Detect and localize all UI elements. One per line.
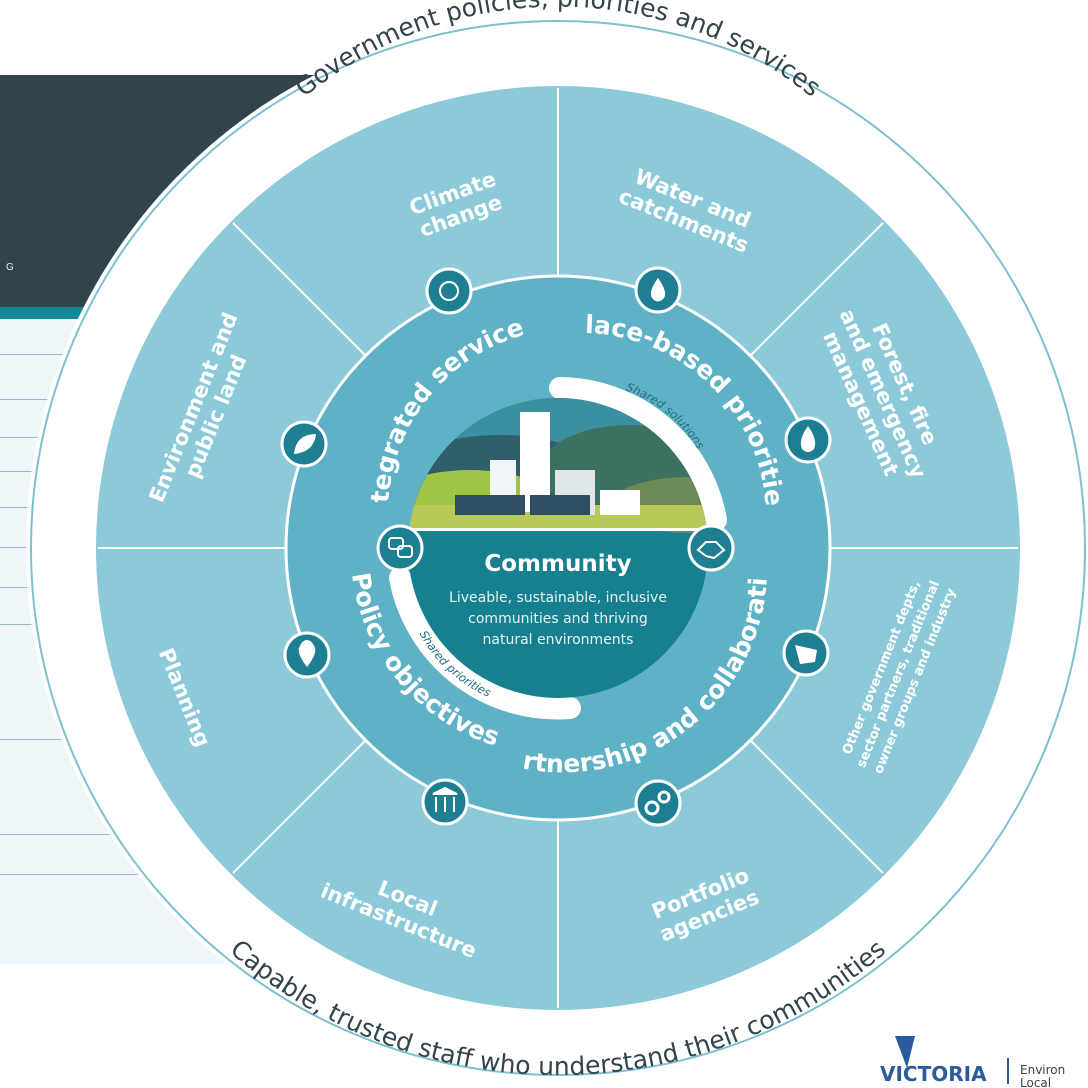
leaf-icon	[280, 420, 328, 468]
center-title: Community	[484, 551, 631, 577]
logo-tagline-2: Local	[1020, 1076, 1051, 1088]
victoria-logo: VICTORIA Environ Local	[855, 1036, 1065, 1088]
logo-tagline-1: Environ	[1020, 1063, 1065, 1077]
victoria-map-icon	[782, 629, 830, 677]
speech-bubbles-icon	[376, 524, 424, 572]
inner-ring-border	[284, 274, 832, 822]
outer-border	[30, 20, 1086, 1076]
location-pin-icon	[283, 631, 331, 679]
victoria-logo-mark	[855, 1036, 915, 1068]
shared-priorities-band	[389, 567, 581, 720]
center-line-2: communities and thriving	[468, 611, 648, 627]
segment-dividers	[98, 88, 1018, 1008]
building-columns-icon	[421, 778, 469, 826]
header-panel-text: G	[6, 262, 14, 273]
sun-icon	[425, 267, 473, 315]
shared-solutions-band	[549, 377, 727, 531]
gears-icon	[634, 779, 682, 827]
handshake-icon	[687, 524, 735, 572]
water-drop-icon	[634, 266, 682, 314]
center-line-1: Liveable, sustainable, inclusive	[449, 590, 667, 606]
fire-icon	[784, 416, 832, 464]
center-line-3: natural environments	[483, 632, 634, 648]
victoria-wordmark: VICTORIA	[880, 1062, 987, 1086]
